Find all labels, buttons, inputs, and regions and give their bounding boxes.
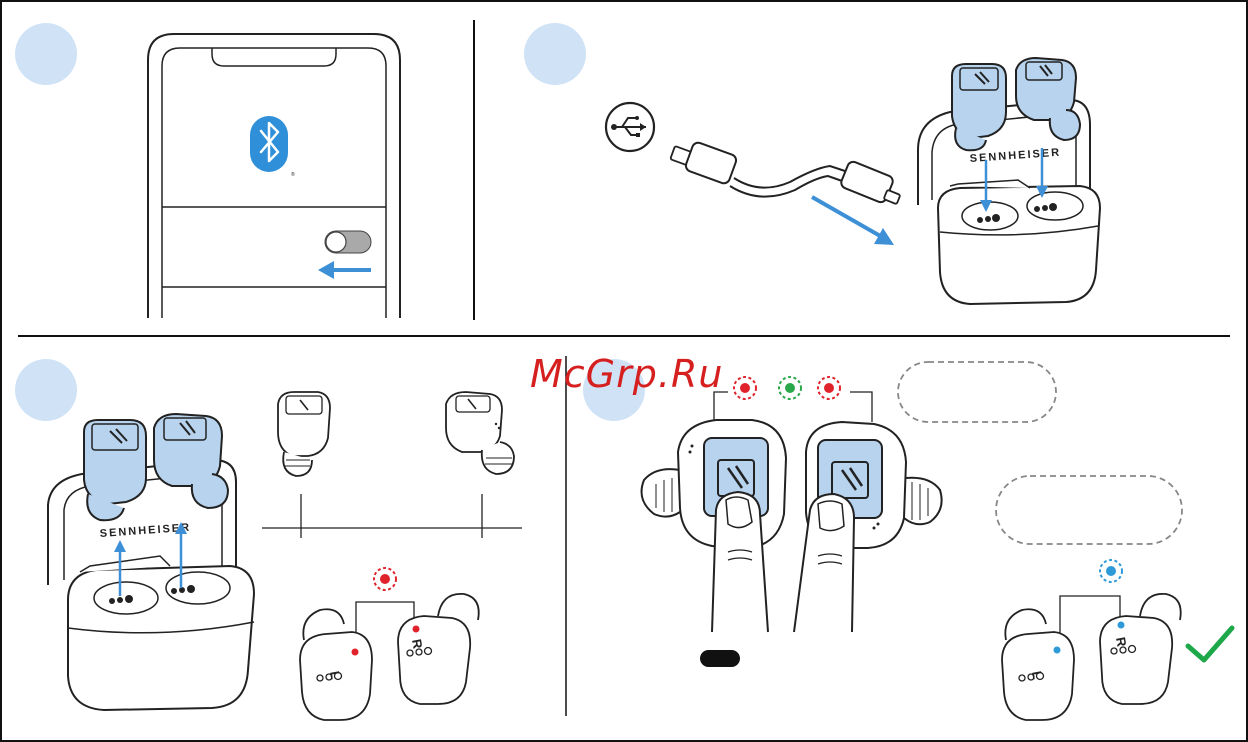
right-earbud-blue-bottom	[154, 414, 228, 508]
checkmark-icon	[1188, 628, 1232, 660]
bluetooth-toggle-switch	[325, 231, 371, 253]
led-red-blinking-indicator	[374, 568, 396, 590]
right-earbud-side-view: R	[398, 594, 479, 704]
left-earbud-touch	[642, 420, 786, 548]
left-earbud-side-view-4: L	[1002, 609, 1074, 720]
svg-text:®: ®	[291, 171, 295, 178]
right-earbud-blue-top	[1016, 58, 1080, 140]
left-earbud-side-view: L	[300, 609, 372, 720]
usb-icon	[606, 103, 654, 151]
step-circle-3	[15, 359, 77, 421]
right-earbud-side-view-4: R	[1100, 594, 1181, 704]
step-circle-2	[524, 23, 586, 85]
timeline-axis	[262, 494, 522, 538]
left-earbud-blue-bottom	[84, 420, 146, 520]
led-sequence-indicators	[714, 377, 872, 422]
left-earbud-blue-top	[952, 64, 1006, 150]
hold-duration-pill	[700, 650, 740, 667]
white-earbud-left-outline	[278, 392, 330, 476]
plug-in-arrow	[812, 197, 894, 245]
watermark-text: McGrp.Ru	[530, 352, 723, 396]
step-circle-1	[15, 23, 77, 85]
dashed-callout-top	[898, 362, 1056, 422]
bluetooth-icon: ®	[250, 116, 295, 178]
case-brand-label: SENNHEISER	[969, 147, 1061, 165]
phone-illustration	[148, 34, 400, 318]
dashed-callout-bottom	[996, 476, 1182, 544]
white-earbud-right-outline	[446, 392, 514, 474]
usb-cable	[670, 141, 900, 204]
swipe-left-arrow	[318, 261, 371, 279]
